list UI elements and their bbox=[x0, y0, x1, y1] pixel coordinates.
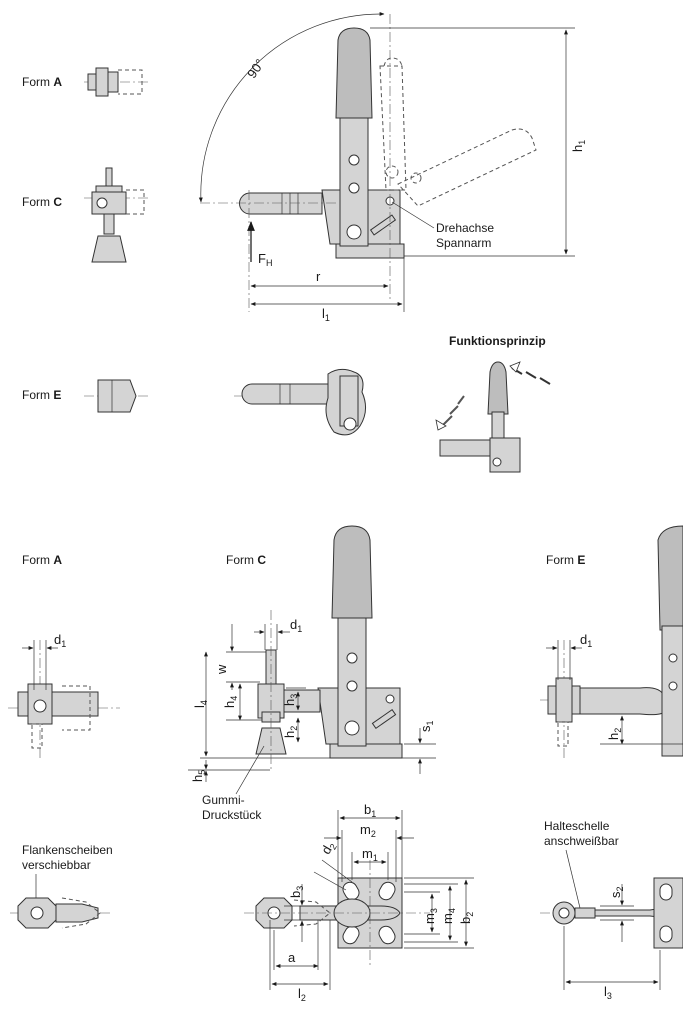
svg-text:m2: m2 bbox=[360, 822, 376, 839]
bottom-form-c-clamp bbox=[188, 525, 436, 795]
h2-label-e: h2 bbox=[606, 728, 623, 740]
svg-text:h1: h1 bbox=[570, 140, 587, 152]
bottom-form-c-d1-label: d1 bbox=[290, 617, 302, 634]
svg-text:l4: l4 bbox=[192, 700, 209, 708]
svg-text:Funktionsprinzip: Funktionsprinzip bbox=[449, 334, 546, 348]
h4-label: h4 bbox=[222, 696, 239, 708]
m4-label: m4 bbox=[440, 908, 457, 924]
bottom-right-top-view bbox=[540, 877, 683, 990]
fh-label: FH bbox=[258, 251, 272, 268]
svg-text:a: a bbox=[288, 950, 296, 965]
angle-label: 90° bbox=[244, 56, 268, 81]
m2-label: m2 bbox=[360, 822, 376, 839]
svg-text:h2: h2 bbox=[606, 728, 623, 740]
form-e-clamp-view bbox=[234, 368, 366, 436]
svg-text:l1: l1 bbox=[322, 306, 330, 323]
svg-text:90°: 90° bbox=[244, 56, 268, 81]
svg-text:h4: h4 bbox=[222, 696, 239, 708]
s1-label: s1 bbox=[418, 720, 435, 732]
bottom-form-e-label: Form E bbox=[546, 553, 585, 567]
top-form-a-spindle bbox=[84, 67, 150, 97]
l1-label: l1 bbox=[322, 306, 330, 323]
h3-label: h3 bbox=[282, 694, 299, 706]
main-clamp-drawing bbox=[198, 11, 575, 312]
svg-text:b1: b1 bbox=[364, 802, 376, 819]
svg-text:b2: b2 bbox=[458, 912, 475, 924]
clamp-weld-callout: Halteschelle anschweißbar bbox=[544, 819, 619, 909]
m3-label: m3 bbox=[422, 908, 439, 924]
svg-text:r: r bbox=[316, 269, 321, 284]
svg-text:d1: d1 bbox=[54, 632, 66, 649]
rubber-callout: Gummi- Druckstück bbox=[202, 793, 262, 822]
svg-text:Form A: Form A bbox=[22, 553, 62, 567]
flank-callout: Flankenscheiben verschiebbar bbox=[22, 843, 113, 898]
svg-text:m4: m4 bbox=[440, 908, 457, 924]
bottom-form-e-d1-label: d1 bbox=[580, 632, 592, 649]
svg-text:h5: h5 bbox=[190, 770, 207, 782]
b1-label: b1 bbox=[364, 802, 376, 819]
svg-text:FH: FH bbox=[258, 251, 272, 268]
svg-text:m1: m1 bbox=[362, 846, 378, 863]
top-form-c-spindle bbox=[84, 167, 150, 263]
svg-text:w: w bbox=[214, 664, 229, 675]
svg-text:d1: d1 bbox=[580, 632, 592, 649]
svg-text:Spannarm: Spannarm bbox=[436, 236, 491, 250]
bottom-center-top-view bbox=[244, 810, 474, 990]
principle-title: Funktionsprinzip bbox=[449, 334, 546, 348]
h5-label: h5 bbox=[190, 770, 207, 782]
bottom-form-a-d1-label: d1 bbox=[54, 632, 66, 649]
top-form-e-spindle bbox=[84, 379, 150, 413]
svg-text:m3: m3 bbox=[422, 908, 439, 924]
svg-text:Form E: Form E bbox=[546, 553, 585, 567]
svg-text:Drehachse: Drehachse bbox=[436, 221, 494, 235]
bottom-form-a-spindle bbox=[8, 640, 120, 760]
svg-text:s1: s1 bbox=[418, 720, 435, 732]
svg-text:l2: l2 bbox=[298, 986, 306, 1003]
m1-label: m1 bbox=[362, 846, 378, 863]
top-form-c-label: Form C bbox=[22, 195, 62, 209]
svg-text:s2: s2 bbox=[608, 886, 625, 898]
svg-text:b3: b3 bbox=[288, 886, 305, 898]
l3-label: l3 bbox=[604, 984, 612, 1001]
svg-text:l3: l3 bbox=[604, 984, 612, 1001]
bottom-form-c-label: Form C bbox=[226, 553, 266, 567]
b3-label: b3 bbox=[288, 886, 305, 898]
svg-text:Druckstück: Druckstück bbox=[202, 808, 262, 822]
l4-label: l4 bbox=[192, 700, 209, 708]
l2-label: l2 bbox=[298, 986, 306, 1003]
a-label: a bbox=[288, 950, 296, 965]
svg-text:Halteschelle: Halteschelle bbox=[544, 819, 610, 833]
b2-label: b2 bbox=[458, 912, 475, 924]
top-form-e-label: Form E bbox=[22, 388, 61, 402]
svg-text:Form A: Form A bbox=[22, 75, 62, 89]
svg-text:Form C: Form C bbox=[226, 553, 266, 567]
svg-text:Flankenscheiben: Flankenscheiben bbox=[22, 843, 113, 857]
w-label: w bbox=[214, 664, 229, 675]
svg-text:d2: d2 bbox=[318, 839, 339, 858]
bottom-form-a-label: Form A bbox=[22, 553, 62, 567]
h2-label-c: h2 bbox=[282, 726, 299, 738]
pivot-callout: Drehachse Spannarm bbox=[436, 221, 494, 250]
bottom-left-top-view bbox=[10, 897, 110, 929]
h1-label: h1 bbox=[570, 140, 587, 152]
s2-label: s2 bbox=[608, 886, 625, 898]
svg-text:h2: h2 bbox=[282, 726, 299, 738]
svg-text:Gummi-: Gummi- bbox=[202, 793, 245, 807]
svg-text:Form C: Form C bbox=[22, 195, 62, 209]
d2-label: d2 bbox=[318, 839, 339, 858]
bottom-form-e-spindle bbox=[540, 525, 683, 760]
top-form-a-label: Form A bbox=[22, 75, 62, 89]
svg-text:Form E: Form E bbox=[22, 388, 61, 402]
svg-text:h3: h3 bbox=[282, 694, 299, 706]
svg-text:anschweißbar: anschweißbar bbox=[544, 834, 619, 848]
svg-text:d1: d1 bbox=[290, 617, 302, 634]
principle-diagram bbox=[435, 361, 551, 473]
r-label: r bbox=[316, 269, 321, 284]
svg-text:verschiebbar: verschiebbar bbox=[22, 858, 91, 872]
